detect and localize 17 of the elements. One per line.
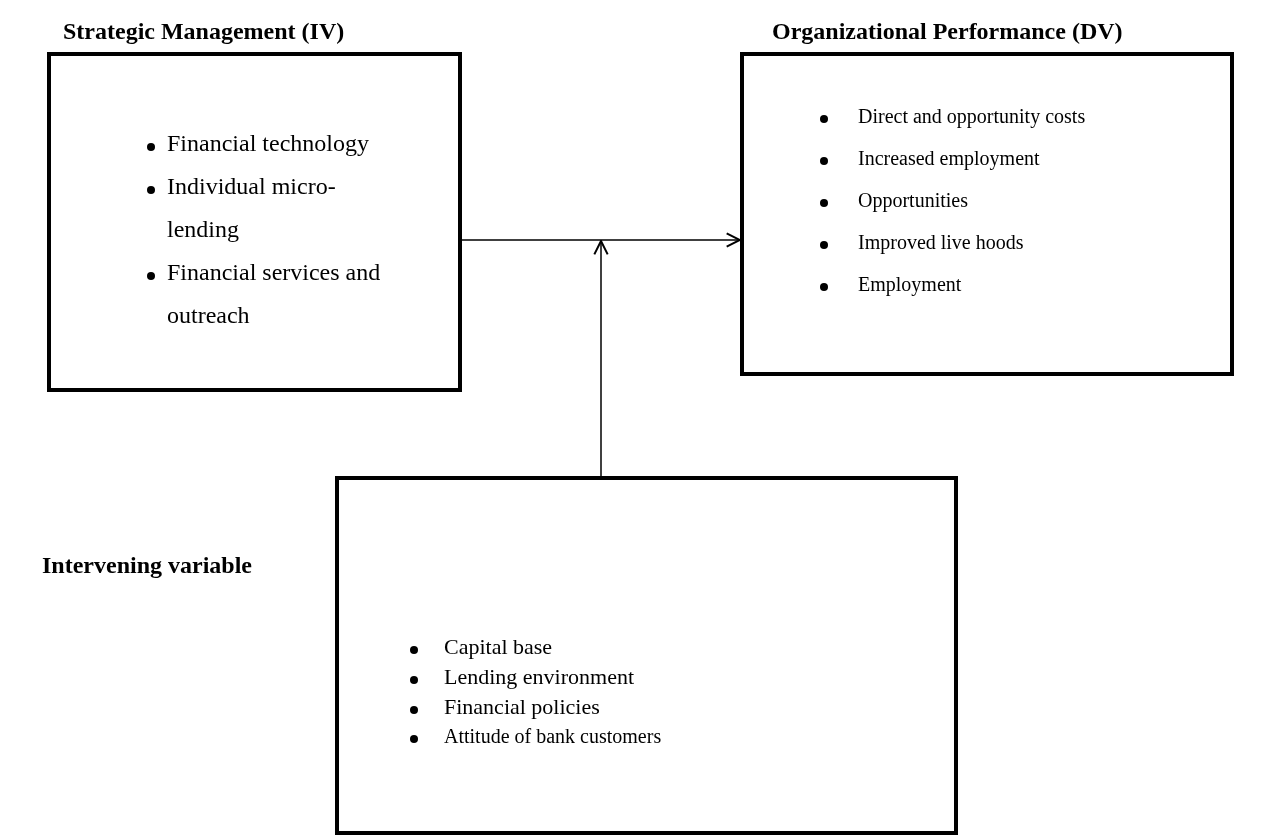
bullet-text: Lending environment — [444, 662, 635, 691]
bullet-text: Financial policies — [444, 692, 601, 721]
bullet-text: Individual micro-lending — [167, 172, 337, 245]
bullet-text: Attitude of bank customers — [444, 723, 663, 749]
arrow — [461, 232, 741, 248]
box-heading: Strategic Management (IV) — [63, 18, 345, 45]
bullet-text: Direct and opportunity costs — [858, 103, 1087, 130]
box-heading: Intervening variable — [42, 552, 252, 579]
bullet-text: Financial technology — [167, 129, 370, 159]
box-heading: Organizational Performance (DV) — [772, 18, 1123, 45]
bullet-text: Improved live hoods — [858, 229, 1025, 256]
bullet-text: Employment — [858, 271, 963, 298]
bullet-text: Capital base — [444, 632, 554, 661]
arrow — [593, 240, 609, 477]
bullet-text: Financial services and outreach — [167, 258, 382, 331]
bullet-text: Opportunities — [858, 187, 969, 214]
bullet-text: Increased employment — [858, 145, 1041, 172]
